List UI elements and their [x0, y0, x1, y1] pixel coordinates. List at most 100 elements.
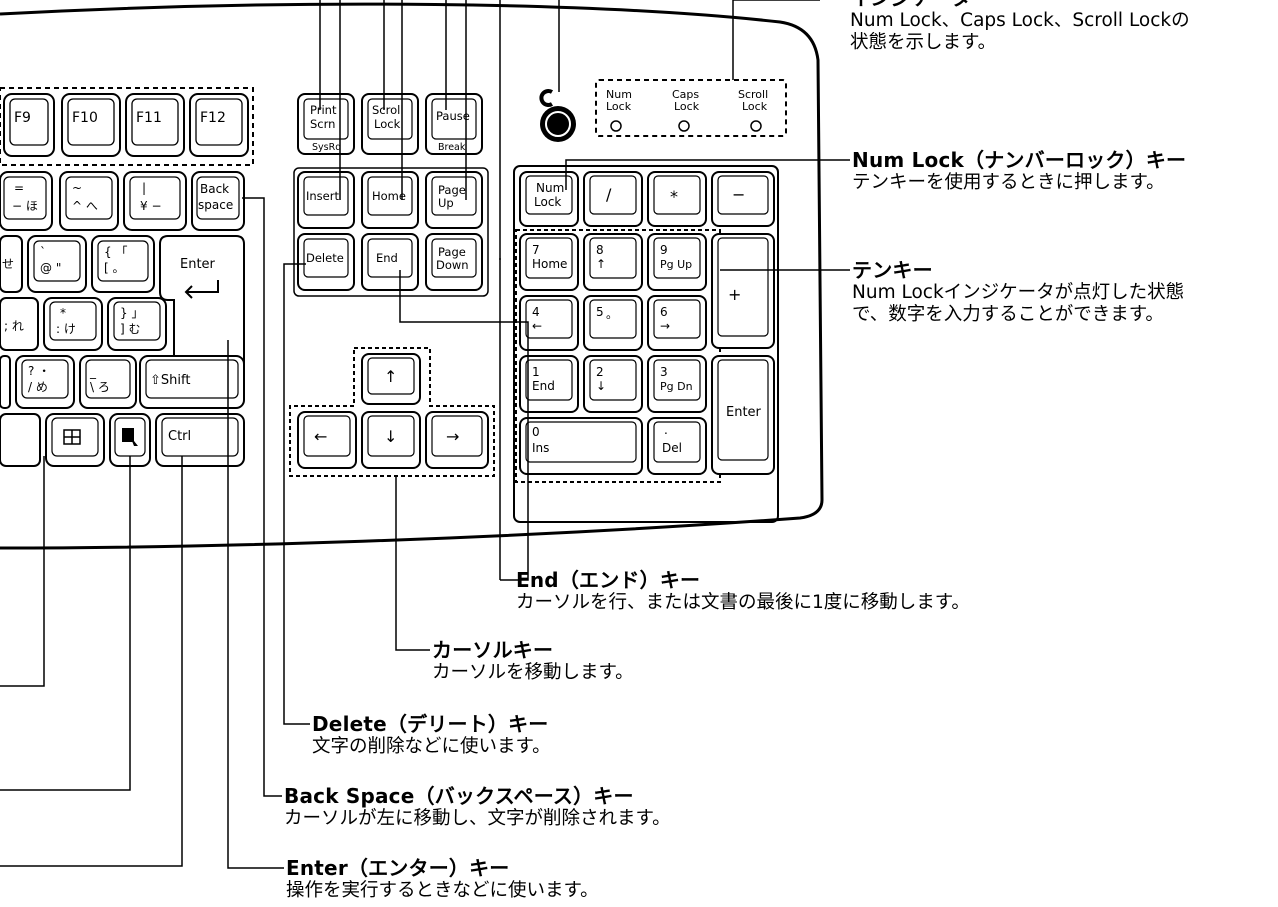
svg-text:Delete: Delete	[306, 251, 344, 265]
key-num9[interactable]: 9 Pg Up	[647, 233, 707, 291]
key-pagedown[interactable]: Page Down	[425, 233, 483, 291]
key-bracket[interactable]: { 「 [ 。	[91, 235, 155, 293]
key-f12[interactable]: F12	[189, 93, 249, 157]
callout-desc: テンキーを使用するときに押します。	[852, 172, 1165, 193]
key-pageup[interactable]: Page Up	[425, 171, 483, 229]
svg-text:@ ": @ "	[40, 261, 61, 275]
svg-text:Down: Down	[436, 258, 469, 272]
power-indicator	[539, 89, 576, 142]
svg-text:↑: ↑	[384, 367, 397, 386]
svg-text:: け: : け	[56, 322, 76, 336]
key-num6[interactable]: 6 →	[647, 295, 707, 351]
key-label: F11	[136, 110, 162, 126]
key-num5[interactable]: 5 。	[583, 295, 643, 351]
key-shift-right[interactable]: ⇧Shift	[139, 355, 245, 409]
key-label: F12	[200, 110, 226, 126]
svg-text:↓: ↓	[596, 379, 606, 393]
capslock-led	[678, 120, 690, 132]
svg-text:Caps: Caps	[672, 88, 699, 101]
leader-lines	[0, 0, 850, 869]
svg-text:8: 8	[596, 243, 604, 257]
key-equal[interactable]: = − ほ	[0, 171, 53, 231]
key-star[interactable]: *	[647, 171, 707, 227]
key-delete[interactable]: Delete	[297, 233, 355, 291]
key-partial-left2[interactable]	[0, 413, 41, 467]
callout-desc: 操作を実行するときなどに使います。	[286, 880, 599, 901]
svg-text:− ほ: − ほ	[12, 199, 38, 213]
key-slash[interactable]: /	[583, 171, 643, 227]
key-enter-main[interactable]: Enter	[159, 235, 245, 371]
key-label: F10	[72, 110, 98, 126]
key-f11[interactable]: F11	[125, 93, 185, 157]
key-application[interactable]	[109, 413, 151, 467]
svg-text:End: End	[376, 251, 398, 265]
key-f10[interactable]: F10	[61, 93, 121, 157]
svg-text:↑: ↑	[596, 257, 606, 271]
svg-text:Lock: Lock	[674, 100, 700, 113]
key-dot[interactable]: . Del	[647, 417, 707, 475]
svg-text:Ins: Ins	[532, 441, 549, 455]
callout-title: Back Space（バックスペース）キー	[284, 784, 634, 808]
key-rbracket[interactable]: } 」 ] む	[107, 297, 167, 351]
key-printscreen[interactable]: Print Scrn SysRq	[297, 93, 355, 155]
svg-text:] む: ] む	[120, 322, 141, 336]
key-semicolon[interactable]: ; れ	[0, 297, 39, 351]
indicator-group	[595, 79, 787, 137]
key-partial-left[interactable]	[0, 355, 11, 409]
key-pause[interactable]: Pause Break	[425, 93, 483, 155]
key-arrow-right[interactable]: →	[425, 411, 489, 469]
svg-text:|: |	[142, 181, 146, 195]
key-minus[interactable]: −	[711, 171, 775, 227]
svg-text:+: +	[728, 285, 741, 304]
svg-text:→: →	[660, 319, 670, 333]
key-arrow-down[interactable]: ↓	[361, 411, 421, 469]
key-scrolllock[interactable]: Scroll Lock	[361, 93, 419, 155]
svg-text:9: 9	[660, 243, 668, 257]
svg-text:Lock: Lock	[742, 100, 768, 113]
svg-text:Num: Num	[606, 88, 632, 101]
callout-indicator: インジケータ Num Lock、Caps Lock、Scroll Lockの 状…	[850, 0, 1190, 54]
key-num8[interactable]: 8 ↑	[583, 233, 643, 291]
key-ro[interactable]: _ \ ろ	[79, 355, 137, 409]
key-num2[interactable]: 2 ↓	[583, 355, 643, 413]
svg-text:*: *	[670, 187, 678, 206]
callout-numlock: Num Lock（ナンバーロック）キー テンキーを使用するときに押します。	[852, 148, 1186, 194]
svg-text:{ 「: { 「	[104, 245, 127, 259]
key-yen[interactable]: | ¥ −	[123, 171, 187, 231]
key-numlock[interactable]: Num Lock	[519, 171, 579, 227]
svg-text:Pg Dn: Pg Dn	[660, 380, 693, 393]
key-backspace[interactable]: Back space	[191, 171, 245, 231]
svg-text:Scroll: Scroll	[738, 88, 768, 101]
key-insert[interactable]: Insert	[297, 171, 355, 229]
svg-text:space: space	[198, 198, 233, 212]
svg-text:←: ←	[532, 319, 542, 333]
key-arrow-up[interactable]: ↑	[361, 353, 421, 405]
key-plus[interactable]: +	[711, 233, 775, 349]
key-num3[interactable]: 3 Pg Dn	[647, 355, 707, 413]
key-colon[interactable]: * : け	[43, 297, 103, 351]
key-tilde[interactable]: ~ ^ へ	[59, 171, 119, 231]
key-enter-pad[interactable]: Enter	[711, 355, 775, 475]
key-home[interactable]: Home	[361, 171, 419, 229]
svg-text:Back: Back	[200, 182, 229, 196]
key-num7[interactable]: 7 Home	[519, 233, 579, 291]
key-arrow-left[interactable]: ←	[297, 411, 357, 469]
key-se[interactable]: せ	[0, 235, 23, 293]
key-question[interactable]: ? ・ / め	[15, 355, 75, 409]
key-num4[interactable]: 4 ←	[519, 295, 579, 351]
key-f9[interactable]: F9	[3, 93, 55, 157]
key-label: F9	[14, 110, 31, 126]
key-num0[interactable]: 0 Ins	[519, 417, 643, 475]
svg-text:Break: Break	[438, 142, 466, 153]
svg-text:Home: Home	[372, 189, 406, 203]
key-ctrl[interactable]: Ctrl	[155, 413, 245, 467]
svg-text:^ へ: ^ へ	[72, 199, 98, 213]
key-windows[interactable]	[45, 413, 105, 467]
callout-enter: Enter（エンター）キー 操作を実行するときなどに使います。	[286, 856, 599, 902]
key-end[interactable]: End	[361, 233, 419, 291]
svg-text:2: 2	[596, 365, 604, 379]
key-at[interactable]: ` @ "	[27, 235, 87, 293]
key-num1[interactable]: 1 End	[519, 355, 579, 413]
callout-desc: カーソルを移動します。	[432, 662, 634, 683]
